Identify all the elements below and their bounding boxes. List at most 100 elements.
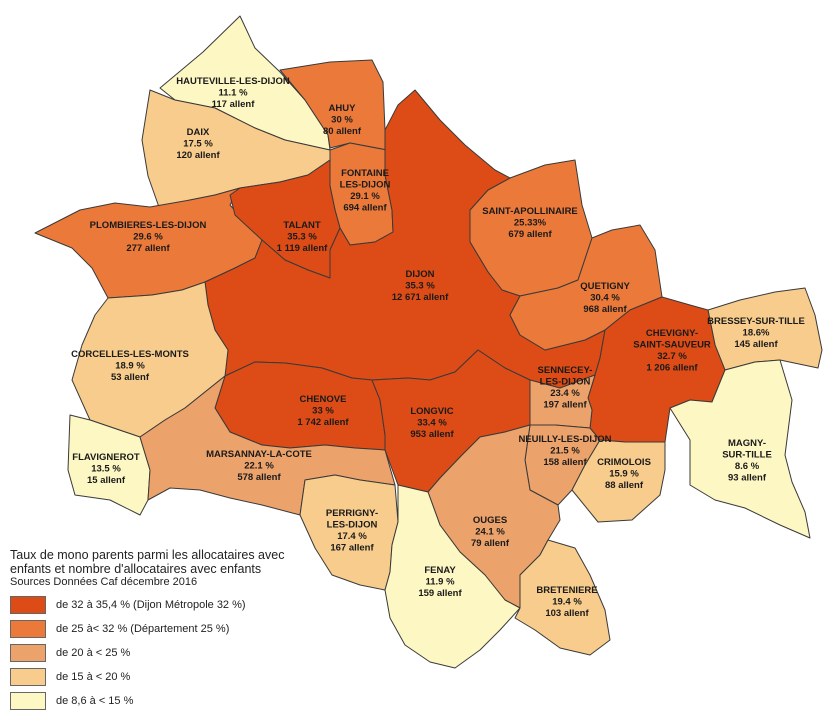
commune-label-line: 8.6 %	[735, 461, 760, 472]
commune-label-line: 88 allenf	[605, 480, 644, 491]
commune-label-line: LES-DIJON	[340, 180, 391, 191]
commune-label-line: 30.4 %	[590, 293, 620, 304]
commune-label-line: 29.6 %	[133, 232, 163, 243]
commune-label-line: 277 allenf	[126, 243, 170, 254]
commune-label-line: QUETIGNY	[580, 281, 630, 292]
commune-label-line: 158 allenf	[543, 457, 587, 468]
commune-label-line: 1 206 allenf	[646, 363, 698, 374]
commune-magny	[669, 359, 811, 539]
commune-label-line: 19.4 %	[552, 597, 582, 608]
commune-label-line: 159 allenf	[418, 588, 462, 599]
commune-label-line: SENNECEY-	[538, 365, 593, 376]
commune-label-line: DAIX	[187, 127, 210, 138]
commune-label-line: DIJON	[405, 269, 434, 280]
commune-label-line: 32.7 %	[657, 351, 687, 362]
commune-label-line: SUR-TILLE	[722, 450, 772, 461]
commune-label-line: 103 allenf	[545, 608, 589, 619]
commune-label-line: 15 allenf	[87, 475, 126, 486]
commune-label-line: 93 allenf	[728, 473, 767, 484]
commune-label-line: FONTAINE	[341, 168, 389, 179]
legend-item: de 8,6 à < 15 %	[10, 689, 340, 713]
commune-label-line: 11.9 %	[425, 577, 455, 588]
legend-item: de 20 à < 25 %	[10, 641, 340, 665]
legend-swatch	[10, 596, 46, 614]
legend-item: de 25 à< 32 % (Département 25 %)	[10, 617, 340, 641]
commune-label-line: 167 allenf	[330, 543, 374, 554]
commune-label-line: PERRIGNY-	[326, 508, 378, 519]
commune-label-line: 25.33%	[514, 218, 547, 229]
commune-label-line: 23.4 %	[550, 388, 580, 399]
commune-label-line: BRETENIERE	[536, 585, 597, 596]
commune-label-line: 694 allenf	[343, 203, 387, 214]
legend-swatch	[10, 620, 46, 638]
commune-label-line: BRESSEY-SUR-TILLE	[707, 316, 805, 327]
commune-label-line: 22.1 %	[244, 461, 274, 472]
commune-label-line: 30 %	[331, 115, 353, 126]
commune-label-line: 33.4 %	[417, 418, 447, 429]
commune-label-line: 17.5 %	[183, 139, 213, 150]
legend-label: de 8,6 à < 15 %	[56, 695, 134, 707]
commune-label-line: FLAVIGNEROT	[72, 452, 140, 463]
commune-label-line: 968 allenf	[583, 304, 627, 315]
commune-marsannay	[139, 375, 396, 516]
commune-label-line: FENAY	[424, 565, 456, 576]
commune-label-line: 79 allenf	[471, 538, 510, 549]
commune-label-line: SAINT-APOLLINAIRE	[482, 206, 578, 217]
commune-label-line: 12 671 allenf	[392, 292, 449, 303]
commune-label-line: 197 allenf	[543, 400, 587, 411]
commune-label-line: TALANT	[283, 220, 320, 231]
legend-swatch	[10, 692, 46, 710]
commune-label-line: 18.9 %	[115, 361, 145, 372]
commune-label-line: 679 allenf	[508, 229, 552, 240]
commune-label-line: OUGES	[473, 515, 507, 526]
commune-label-line: NEUILLY-LES-DIJON	[518, 434, 611, 445]
commune-fenay	[384, 484, 521, 669]
commune-label-line: AHUY	[329, 103, 357, 114]
commune-quetigny	[509, 224, 663, 351]
commune-label-line: 1 742 allenf	[297, 417, 349, 428]
commune-label-line: 145 allenf	[734, 339, 778, 350]
commune-label-line: LES-DIJON	[540, 377, 591, 388]
commune-label-line: LONGVIC	[410, 406, 453, 417]
legend-label: de 25 à< 32 % (Département 25 %)	[56, 623, 230, 635]
commune-label-line: 35.3 %	[405, 281, 435, 292]
commune-label-line: 120 allenf	[176, 150, 220, 161]
commune-flavignerot	[67, 414, 151, 516]
commune-label-line: 953 allenf	[410, 429, 454, 440]
commune-label-line: 33 %	[312, 406, 334, 417]
commune-label-line: 80 allenf	[323, 126, 362, 137]
commune-label-line: 53 allenf	[111, 372, 150, 383]
commune-label-line: CHEVIGNY-	[646, 328, 698, 339]
commune-label-line: 11.1 %	[218, 88, 248, 99]
commune-breteniere	[514, 539, 611, 656]
commune-label-line: 117 allenf	[212, 99, 256, 110]
legend-swatch	[10, 644, 46, 662]
legend-item: de 32 à 35,4 % (Dijon Métropole 32 %)	[10, 593, 340, 617]
legend-swatch	[10, 668, 46, 686]
commune-label-line: LES-DIJON	[327, 520, 378, 531]
legend-label: de 15 à < 20 %	[56, 671, 131, 683]
legend-title-line-2: enfants et nombre d'allocataires avec en…	[10, 562, 262, 576]
commune-crimolois	[571, 439, 666, 523]
